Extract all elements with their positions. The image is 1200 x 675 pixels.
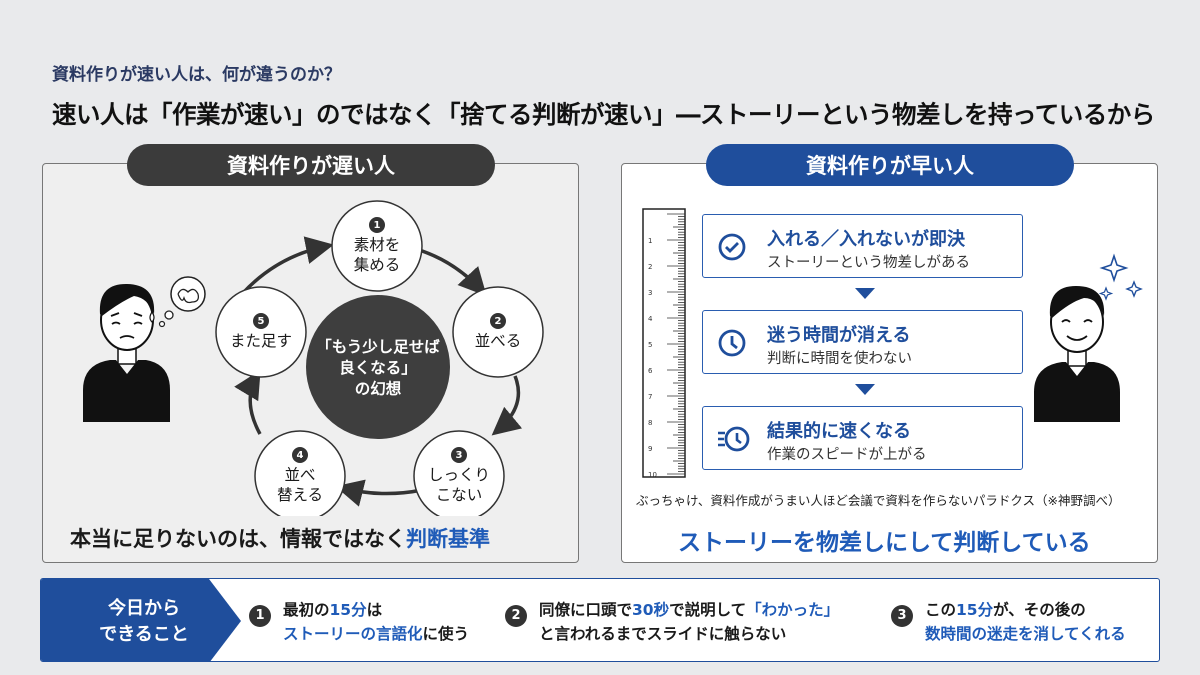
ruler-label: 4 <box>648 315 653 323</box>
cycle-node-text: 替える <box>276 486 324 504</box>
cycle-arrow-3-4 <box>335 479 423 507</box>
step-number-badge: 3 <box>891 605 913 627</box>
action-bar: 今日から できること 1 最初の15分は ストーリーの言語化に使う 2 同僚に口… <box>40 578 1160 662</box>
cycle-diagram <box>215 200 544 516</box>
cycle-node-2 <box>452 286 544 378</box>
page-subtitle: 資料作りが速い人は、何が違うのか？ <box>52 65 341 85</box>
cycle-node-1 <box>331 200 423 292</box>
cycle-node-number: 4 <box>292 447 308 463</box>
cycle-node-4 <box>254 430 346 516</box>
check-circle-icon <box>718 233 746 261</box>
cycle-arrow-5-1 <box>240 236 334 296</box>
cycle-node-number: 2 <box>490 313 506 329</box>
cycle-node-text: 並べる <box>474 332 522 350</box>
cycle-node-label-4: 4 並べ替える <box>256 447 344 505</box>
step-number-badge: 1 <box>249 605 271 627</box>
ruler-label: 6 <box>648 367 653 375</box>
footnote: ぶっちゃけ、資料作成がうまい人ほど会議で資料を作らないパラドクス（※神野調べ） <box>636 493 1121 508</box>
card-subtitle: 判断に時間を使わない <box>767 351 912 367</box>
fast-clock-icon <box>718 426 750 452</box>
card-subtitle: 作業のスピードが上がる <box>767 447 927 463</box>
cycle-arrow-2-3 <box>491 375 523 436</box>
ruler-label: 10 <box>648 471 657 478</box>
cycle-node-label-2: 2 並べる <box>454 313 542 351</box>
cycle-node-text: しっくり <box>427 466 490 484</box>
center-illusion-text: 「もう少し足せば 良くなる」 の幻想 <box>316 338 440 398</box>
ruler-label: 8 <box>648 419 652 427</box>
ruler-label: 3 <box>648 289 652 297</box>
cycle-node-text: 並べ <box>284 466 316 484</box>
card-no-hesitation: 迷う時間が消える 判断に時間を使わない <box>702 310 1023 374</box>
ruler-illustration: 1 2 3 4 5 6 7 8 9 10 <box>642 208 686 478</box>
card-subtitle: ストーリーという物差しがある <box>767 255 970 271</box>
card-instant-decision: 入れる／入れないが即決 ストーリーという物差しがある <box>702 214 1023 278</box>
slow-person-pill: 資料作りが遅い人 <box>127 144 495 186</box>
cycle-node-text: 集める <box>353 256 401 274</box>
cycle-node-5 <box>215 286 307 378</box>
cycle-node-3 <box>413 430 505 516</box>
cycle-arrow-4-5 <box>234 369 262 435</box>
ruler-label: 1 <box>648 237 652 245</box>
cycle-node-label-3: 3 しっくりこない <box>415 447 503 505</box>
card-faster-result: 結果的に速くなる 作業のスピードが上がる <box>702 406 1023 470</box>
card-title: 結果的に速くなる <box>767 421 911 442</box>
slow-person-conclusion: 本当に足りないのは、情報ではなく判断基準 <box>70 527 490 551</box>
card-title: 迷う時間が消える <box>767 325 911 346</box>
cycle-node-label-1: 1 素材を集める <box>333 217 421 275</box>
action-bar-tag: 今日から できること <box>99 598 189 645</box>
cycle-node-text: 素材を <box>353 236 401 254</box>
ruler-label: 7 <box>648 393 652 401</box>
page-title: 速い人は「作業が速い」のではなく「捨てる判断が速い」―ストーリーという物差しを持… <box>52 100 1155 129</box>
ruler-label: 2 <box>648 263 652 271</box>
card-title: 入れる／入れないが即決 <box>767 229 965 250</box>
ruler-label: 5 <box>648 341 652 349</box>
fast-person-conclusion: ストーリーを物差しにして判断している <box>678 530 1091 556</box>
center-circle <box>306 295 450 439</box>
cycle-node-number: 5 <box>253 313 269 329</box>
down-arrow-icon <box>855 384 875 395</box>
confident-person-illustration <box>1034 253 1143 422</box>
cycle-node-number: 1 <box>369 217 385 233</box>
cycle-node-number: 3 <box>451 447 467 463</box>
ruler-label: 9 <box>648 445 652 453</box>
action-bar-tag-shape <box>41 579 241 661</box>
down-arrow-icon <box>855 288 875 299</box>
clock-icon <box>718 329 746 357</box>
step-number-badge: 2 <box>505 605 527 627</box>
cycle-node-text: こない <box>435 486 483 504</box>
cycle-node-label-5: 5 また足す <box>217 313 305 351</box>
cycle-node-text: また足す <box>229 332 292 350</box>
worried-person-illustration <box>83 276 206 422</box>
fast-person-pill: 資料作りが早い人 <box>706 144 1074 186</box>
